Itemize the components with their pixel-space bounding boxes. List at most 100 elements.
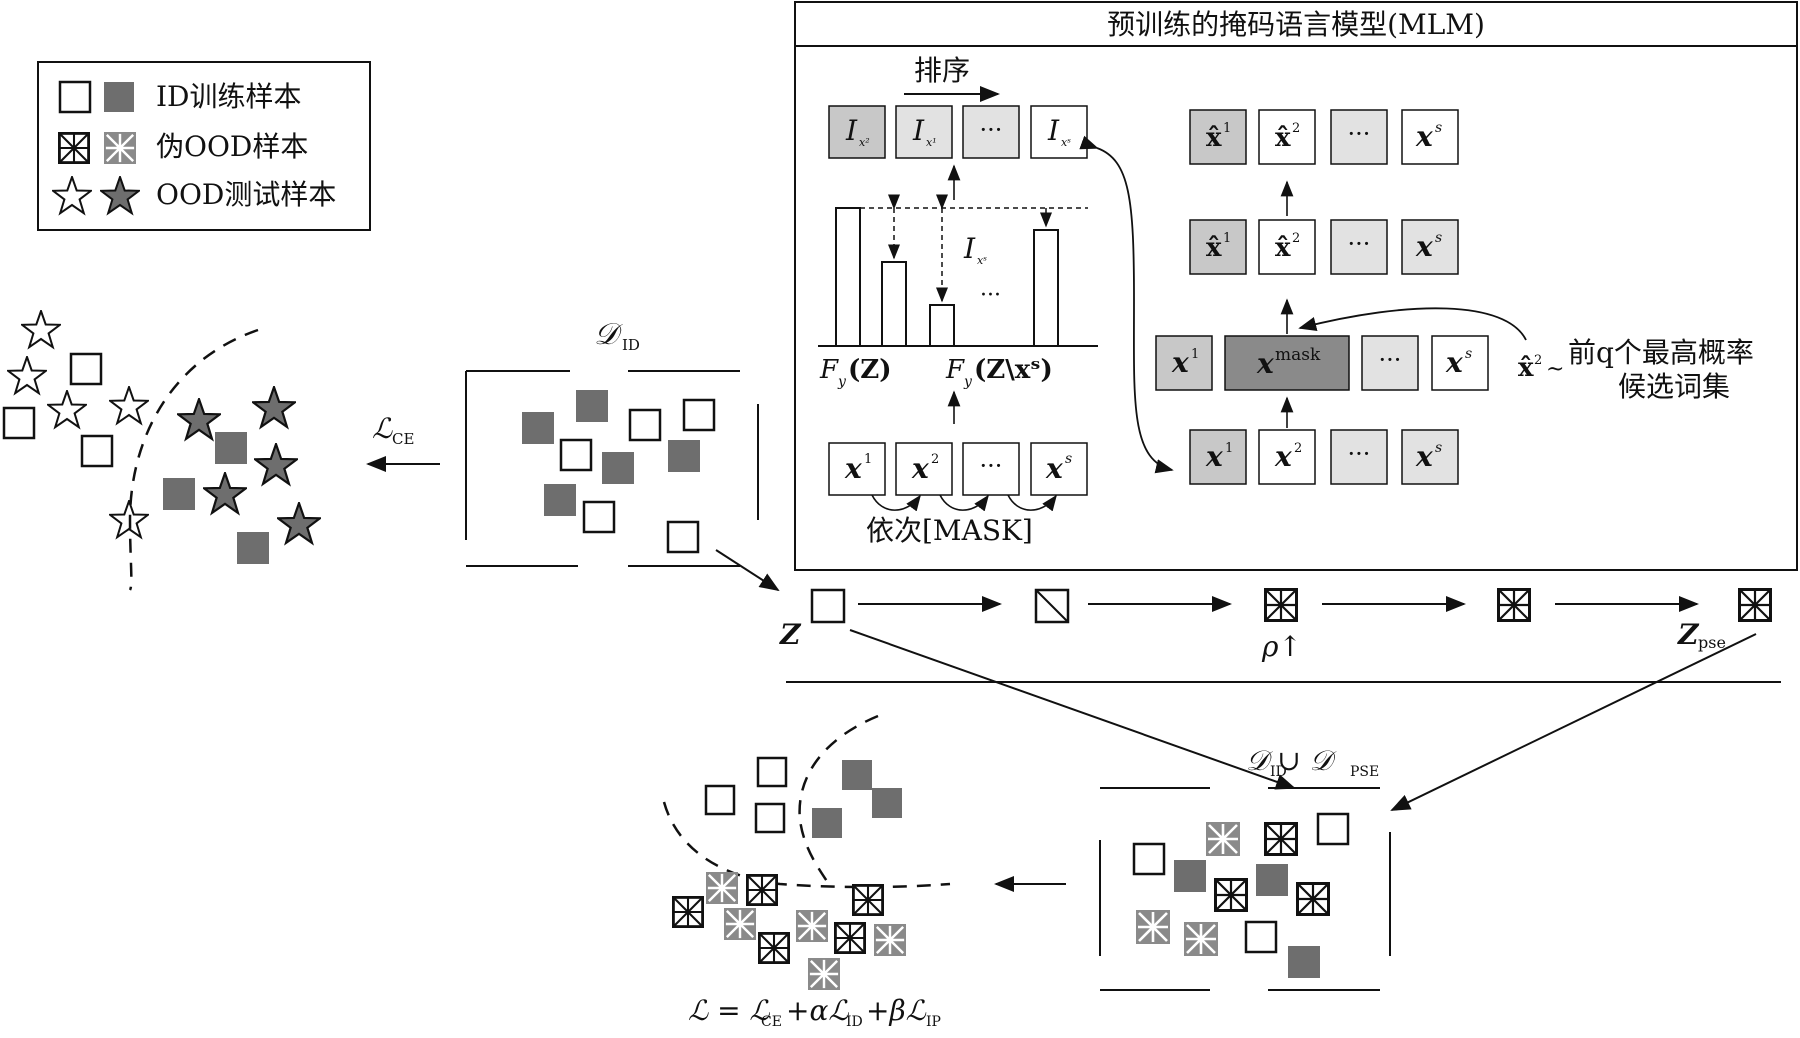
id-square-gray	[215, 432, 247, 464]
ood-star	[109, 386, 149, 425]
id-square	[666, 520, 700, 554]
decision-boundary	[128, 328, 259, 591]
token-sup-mask: mask	[1275, 345, 1321, 365]
token-sup: 1	[1223, 231, 1231, 246]
pseudo-boxx-icon	[1264, 822, 1298, 856]
pseudo-boxx-icon	[672, 896, 704, 928]
token-x: x	[1415, 440, 1433, 473]
importance-i: I	[845, 114, 858, 147]
bar-ellipsis: ···	[980, 283, 1001, 308]
pseudo-gray-icon	[796, 910, 828, 942]
id-square	[582, 500, 616, 534]
ellipsis-text: ···	[980, 452, 1003, 480]
zpse-sub: pse	[1698, 633, 1726, 652]
legend-pseudo-boxx-icon	[58, 132, 90, 164]
z-pse-icon	[1738, 588, 1772, 622]
ood-star	[47, 390, 87, 429]
ellipsis-text: ···	[1348, 230, 1371, 258]
bar-full	[835, 207, 861, 347]
id-square-gray	[237, 532, 269, 564]
id-square	[682, 398, 716, 432]
id-square-gray	[163, 478, 195, 510]
candidate-sim: ~	[1546, 357, 1564, 382]
ood-star-gray	[277, 502, 321, 545]
input-tokens: x 1 x 2 ··· x s 依次[MASK]	[828, 442, 1088, 547]
id-square	[1132, 842, 1166, 876]
legend-ood-label: OOD测试样本	[156, 178, 336, 211]
id-square-gray	[668, 440, 700, 472]
legend-id-square-white	[58, 80, 92, 114]
pseudo-gray-icon	[1136, 910, 1170, 944]
bar-importance-label: I	[963, 232, 976, 265]
zpse-label: Z	[1677, 618, 1700, 651]
importance-box-x2	[828, 105, 886, 159]
candidate-sym: x̂	[1518, 353, 1534, 383]
pseudo-boxx-icon	[834, 922, 866, 954]
f-full-label: F	[819, 355, 839, 385]
candidate-text-1: 前q个最高概率	[1568, 336, 1754, 369]
d-id-label: 𝒟	[594, 317, 623, 352]
sort-label: 排序	[914, 54, 970, 87]
lce-arrow: ℒ CE	[366, 412, 440, 472]
token-x: x	[911, 452, 929, 485]
legend-pseudo-label: 伪OOD样本	[156, 130, 308, 163]
token-sup: s	[1435, 120, 1442, 136]
id-square-gray	[576, 390, 608, 422]
lce-sub: CE	[392, 430, 414, 448]
token-x: x	[1256, 347, 1274, 380]
token-x: x	[1274, 440, 1292, 473]
loss-sub-ip: IP	[926, 1014, 941, 1030]
ellipsis-text: ···	[1348, 440, 1371, 468]
ellipsis-text: ···	[980, 116, 1003, 144]
f-masked-arg: (Z\xˢ)	[974, 355, 1053, 385]
mlm-row-mask: x 1 x mask ··· x s	[1155, 335, 1489, 391]
importance-sub: x¹	[926, 136, 937, 149]
loss-sub-ce: CE	[761, 1014, 782, 1030]
id-square	[2, 406, 36, 440]
d-id-set: 𝒟 ID	[465, 317, 759, 567]
token-x: x	[1171, 346, 1189, 379]
pipeline: Z ρ↑ Z pse	[779, 588, 1781, 683]
token-sup: 1	[1191, 347, 1199, 362]
token-sup: 2	[1292, 121, 1300, 136]
pseudo-boxx-icon	[746, 874, 778, 906]
z-square	[810, 588, 846, 624]
id-square	[80, 434, 114, 468]
id-square	[628, 408, 662, 442]
bar	[1033, 229, 1059, 347]
pseudo-boxx-icon	[1296, 882, 1330, 916]
bar	[881, 261, 907, 347]
token-sup: s	[1435, 440, 1442, 456]
legend: ID训练样本 伪OOD样本 OOD测试样本	[37, 61, 371, 231]
ellipsis-text: ···	[1379, 346, 1402, 374]
id-square-gray	[1174, 860, 1206, 892]
importance-sub: xˢ	[1061, 136, 1071, 149]
token-x: x	[1045, 452, 1063, 485]
id-square	[1244, 920, 1278, 954]
legend-id-label: ID训练样本	[156, 80, 302, 113]
importance-box-ellipsis	[962, 105, 1020, 159]
union-sub-1: ID	[1270, 764, 1287, 780]
token-sup: 1	[864, 452, 872, 467]
id-square	[1316, 812, 1350, 846]
id-square-gray	[812, 808, 842, 838]
total-loss: ℒ = ℒ CE +αℒ ID +βℒ IP	[688, 994, 941, 1030]
pseudo-boxx-icon	[1214, 878, 1248, 912]
loss-alpha: +αℒ	[786, 994, 849, 1027]
pseudo-gray-icon	[808, 958, 840, 990]
pseudo-boxx-icon	[852, 884, 884, 916]
id-square-gray	[1256, 864, 1288, 896]
z-step-1	[1034, 588, 1070, 624]
final-cluster	[662, 714, 951, 990]
ood-star	[21, 310, 61, 349]
loss-beta: +βℒ	[866, 994, 927, 1027]
id-square	[704, 784, 736, 816]
token-sup: s	[1435, 230, 1442, 246]
union-label: 𝒟 ∪ 𝒟	[1246, 744, 1337, 777]
mlm-row-mid: x̂ 1 x̂ 2 ··· x s	[1189, 219, 1459, 275]
importance-box-x1	[895, 105, 953, 159]
importance-i: I	[1047, 114, 1060, 147]
id-square-gray	[842, 760, 872, 790]
token-xhat: x̂	[1275, 233, 1291, 263]
bar	[929, 304, 955, 347]
